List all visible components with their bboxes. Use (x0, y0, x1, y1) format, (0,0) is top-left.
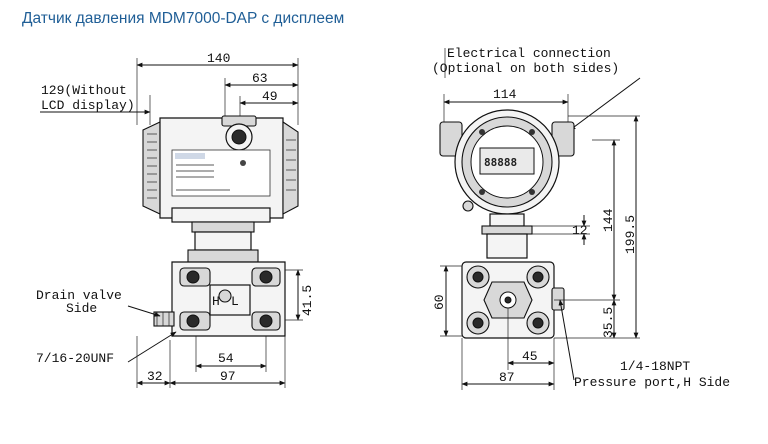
dim-63: 63 (252, 71, 268, 86)
lcd-display (479, 147, 535, 175)
dim-35-5: 35.5 (601, 307, 616, 338)
pressure-port-label: Pressure port,H Side (574, 375, 730, 390)
npt-label: 1/4-18NPT (620, 359, 690, 374)
dim-60: 60 (432, 294, 447, 310)
dim-41-5: 41.5 (300, 285, 315, 316)
dim-199-5: 199.5 (623, 215, 638, 254)
dim-12: 12 (572, 223, 588, 238)
housing-left-cap (142, 121, 161, 215)
dim-49: 49 (262, 89, 278, 104)
drain-valve-label: Drain valve (36, 288, 122, 303)
dim-140: 140 (207, 51, 230, 66)
dim-114: 114 (493, 87, 517, 102)
electrical-label: Electrical connection (447, 46, 611, 61)
sensor-stem (486, 233, 528, 259)
dim-97: 97 (220, 369, 236, 384)
dim-54: 54 (218, 351, 234, 366)
sensor-neck (194, 231, 252, 251)
thread-label: 7/16-20UNF (36, 351, 114, 366)
drain-valve-side: Side (66, 301, 97, 316)
right-view: 88888 (432, 46, 730, 390)
note-129-line1: 129(Without (41, 83, 127, 98)
housing-right-cap (282, 120, 299, 215)
dim-87: 87 (499, 370, 515, 385)
dim-144: 144 (601, 208, 616, 232)
dim-32: 32 (147, 369, 163, 384)
page-title: Датчик давления MDM7000-DAP с дисплеем (22, 10, 345, 27)
port-h-label: H (212, 294, 220, 309)
lcd-digits: 88888 (484, 156, 517, 169)
note-129-line2: LCD display) (41, 98, 135, 113)
dim-45: 45 (522, 349, 538, 364)
electrical-note: (Optional on both sides) (432, 61, 619, 76)
port-l-label: L (231, 294, 239, 309)
left-view: H L 140 63 49 129(Without LCD display) D… (36, 51, 315, 388)
